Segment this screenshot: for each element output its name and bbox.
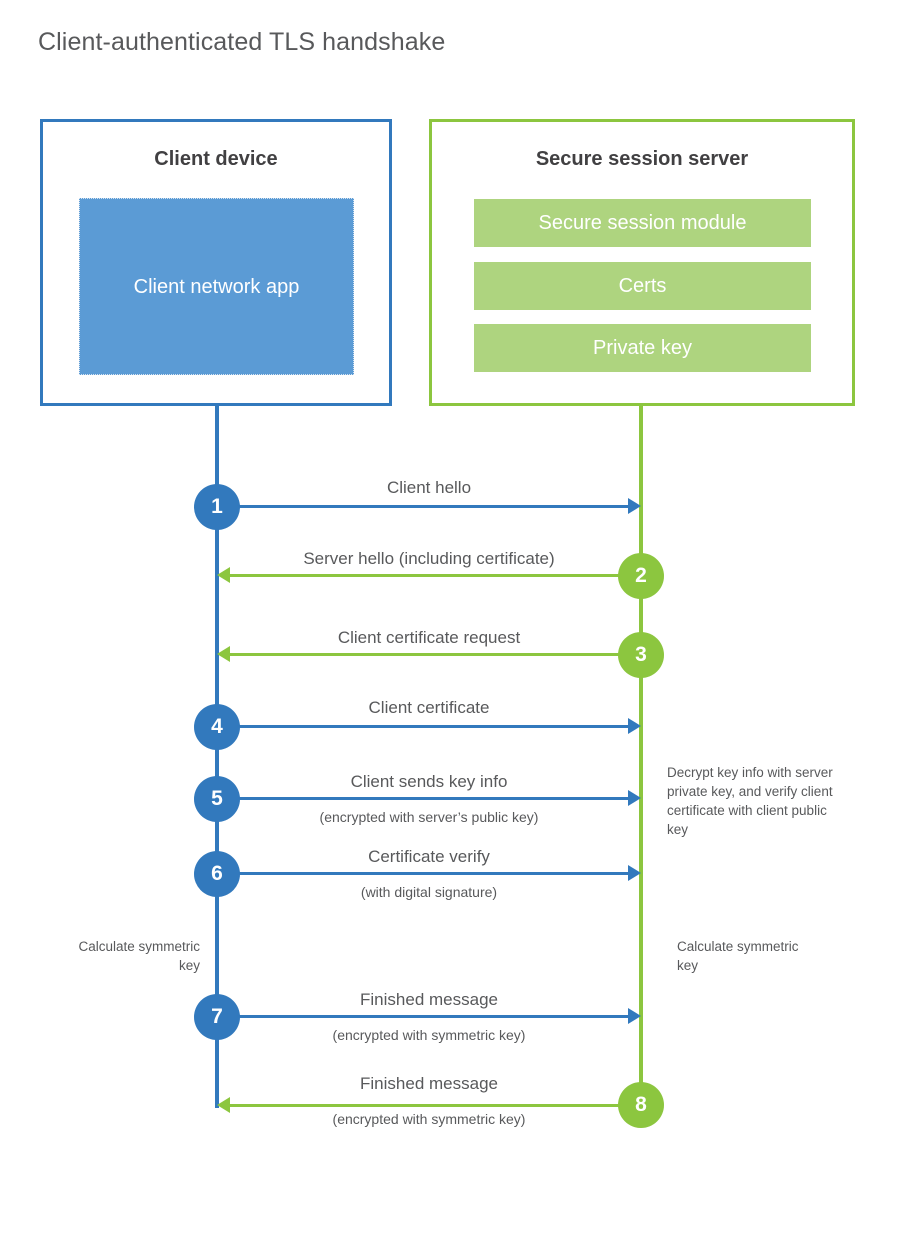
step-6-sublabel: (with digital signature) [360,884,498,900]
step-2-label: Server hello (including certificate) [303,549,555,568]
server-component-secure-session-module: Secure session module [474,199,811,247]
server-decrypt-note: Decrypt key info with server private key… [667,765,833,837]
step-8-label: Finished message [360,1074,498,1093]
step-7-marker: 7 [194,994,240,1040]
step-7-sublabel: (encrypted with symmetric key) [332,1027,526,1043]
server-component-private-key: Private key [474,324,811,372]
step-4-label: Client certificate [368,698,490,717]
step-1-marker: 1 [194,484,240,530]
step-5-marker: 5 [194,776,240,822]
step-7-arrow-line [217,1015,628,1018]
client-device-title: Client device [154,148,278,170]
page-title: Client-authenticated TLS handshake [38,28,446,56]
step-6-arrow-head-icon [628,865,641,881]
step-5-arrow-line [217,797,628,800]
step-3-marker: 3 [618,632,664,678]
client-lifeline [215,406,219,1108]
secure-session-server-title: Secure session server [535,148,749,170]
step-4-arrow-line [217,725,628,728]
step-2-arrow-head-icon [217,567,230,583]
step-1-arrow-head-icon [628,498,641,514]
step-3-arrow-head-icon [217,646,230,662]
step-8-marker: 8 [618,1082,664,1128]
client-calculate-symmetric-key-note: Calculate symmetric key [78,939,200,973]
step-3-arrow-line [230,653,641,656]
step-5-label: Client sends key info [350,772,508,791]
client-device-box: Client device Client network app [40,119,392,406]
step-7-arrow-head-icon [628,1008,641,1024]
server-lifeline [639,406,643,1106]
step-4-arrow-head-icon [628,718,641,734]
step-1-label: Client hello [386,478,472,497]
step-7-label: Finished message [360,990,498,1009]
step-5-sublabel: (encrypted with server’s public key) [319,809,539,825]
client-network-app-block: Client network app [79,198,354,375]
step-6-arrow-line [217,872,628,875]
step-2-marker: 2 [618,553,664,599]
step-3-label: Client certificate request [337,628,521,647]
server-calculate-symmetric-key-note: Calculate symmetric key [677,939,799,973]
step-8-arrow-line [230,1104,641,1107]
step-8-sublabel: (encrypted with symmetric key) [332,1111,526,1127]
step-6-marker: 6 [194,851,240,897]
secure-session-server-box: Secure session server Secure session mod… [429,119,855,406]
step-1-arrow-line [217,505,628,508]
step-2-arrow-line [230,574,641,577]
step-8-arrow-head-icon [217,1097,230,1113]
step-4-marker: 4 [194,704,240,750]
step-6-label: Certificate verify [368,847,490,866]
step-5-arrow-head-icon [628,790,641,806]
server-component-certs: Certs [474,262,811,310]
